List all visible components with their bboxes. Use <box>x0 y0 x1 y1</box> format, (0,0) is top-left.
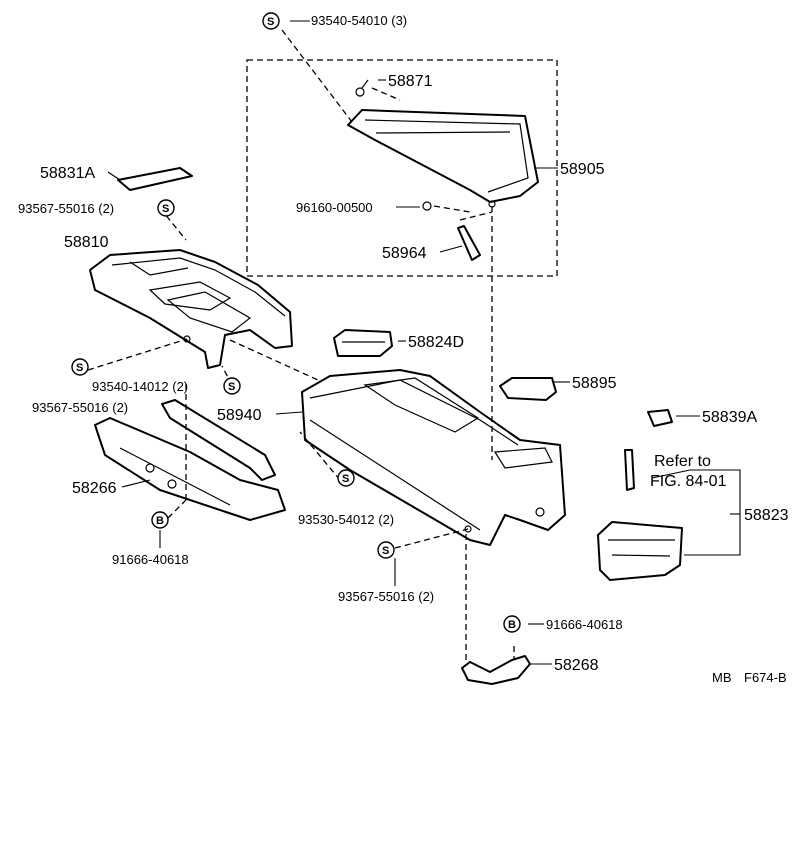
bolt-symbol: B <box>151 511 169 529</box>
refer-note-line2: FIG. 84-01 <box>650 473 727 490</box>
label-93567-55016-top: 93567-55016 (2) <box>18 201 114 216</box>
tray-58824D <box>333 329 393 357</box>
label-93567-55016-bottom: 93567-55016 (2) <box>338 589 434 604</box>
label-91666-40618-left: 91666-40618 <box>112 552 189 567</box>
svg-text:S: S <box>382 545 389 557</box>
footer-code-figure: F674-B <box>744 670 787 685</box>
ashtray-58823 <box>597 449 683 581</box>
label-96160-00500: 96160-00500 <box>296 200 373 215</box>
pad-58831A <box>117 167 193 191</box>
main-console-58940 <box>301 369 566 546</box>
refer-note-line1: Refer to <box>654 453 711 470</box>
label-58895: 58895 <box>572 375 617 392</box>
assembly-group-box <box>246 59 558 277</box>
label-93567-55016-left: 93567-55016 (2) <box>32 400 128 415</box>
stay-58964 <box>457 225 481 261</box>
lighter-element <box>624 449 635 491</box>
label-58824D: 58824D <box>408 334 464 351</box>
screw-symbol: S <box>262 12 280 30</box>
footer-code-mb: MB <box>712 670 732 685</box>
label-58810: 58810 <box>64 234 109 251</box>
label-58940: 58940 <box>217 407 262 424</box>
screw-symbol: S <box>223 377 241 395</box>
clip-58871 <box>355 79 369 97</box>
label-58268: 58268 <box>554 657 599 674</box>
clip-96160 <box>422 201 432 211</box>
svg-text:S: S <box>342 473 349 485</box>
label-58905: 58905 <box>560 161 605 178</box>
svg-text:S: S <box>76 362 83 374</box>
label-58964: 58964 <box>382 245 427 262</box>
label-58266: 58266 <box>72 480 117 497</box>
label-93530-54012: 93530-54012 (2) <box>298 512 394 527</box>
label-91666-40618-right: 91666-40618 <box>546 617 623 632</box>
label-58831A: 58831A <box>40 165 95 182</box>
upper-console-58810 <box>89 249 293 369</box>
screw-symbol: S <box>71 358 89 376</box>
screw-symbol: S <box>157 199 175 217</box>
label-93540-14012: 93540-14012 (2) <box>92 379 188 394</box>
cover-58895 <box>499 377 557 401</box>
svg-text:S: S <box>162 203 169 215</box>
bracket-58266 <box>94 399 286 521</box>
screw-symbol: S <box>337 469 355 487</box>
label-58839A: 58839A <box>702 409 757 426</box>
label-93540-54010: 93540-54010 (3) <box>311 13 407 28</box>
bracket-58268 <box>461 655 531 685</box>
svg-text:S: S <box>228 381 235 393</box>
bolt-symbol: B <box>503 615 521 633</box>
svg-text:B: B <box>156 515 164 527</box>
svg-text:B: B <box>508 619 516 631</box>
screw-symbol: S <box>377 541 395 559</box>
svg-text:S: S <box>267 16 274 28</box>
label-58823: 58823 <box>744 507 789 524</box>
label-58871: 58871 <box>388 73 433 90</box>
knob-58839A <box>647 409 673 427</box>
console-lid-58905 <box>347 109 539 208</box>
